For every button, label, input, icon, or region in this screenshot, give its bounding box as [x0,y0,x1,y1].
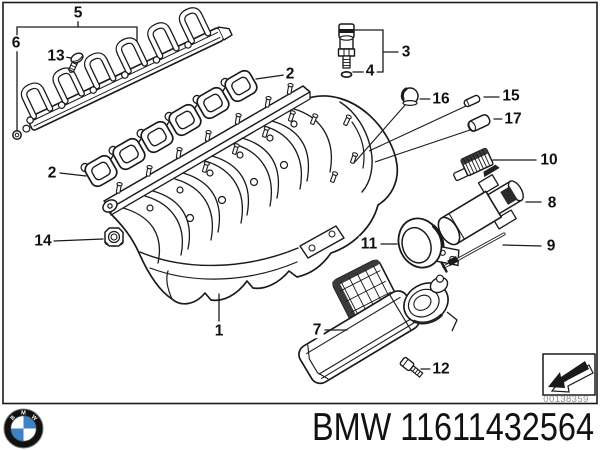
mounting-studs [115,82,359,194]
callout-3[interactable]: 3 [399,43,413,61]
part-16-cap [400,87,419,106]
logo-letter-m: M [21,411,26,417]
callout-15[interactable]: 15 [500,87,522,105]
callout-14[interactable]: 14 [32,232,54,250]
callout-7[interactable]: 7 [310,321,324,339]
part-8-idle-valve [437,164,524,246]
part-10-insert [453,147,494,181]
callout-6[interactable]: 6 [9,34,23,52]
install-guide-lines [353,103,471,164]
part-3-sensor [337,23,356,69]
callout-12[interactable]: 12 [430,360,452,378]
callout-11[interactable]: 11 [358,235,380,253]
callout-13[interactable]: 13 [45,47,67,65]
logo-letter-w: W [30,414,38,422]
callout-8[interactable]: 8 [545,194,559,212]
stamp-box [542,353,596,396]
part-17-sleeve [467,114,491,132]
callout-5[interactable]: 5 [71,4,85,22]
part-5-cover [20,7,233,133]
callout-2-lower[interactable]: 2 [45,164,59,182]
callout-4[interactable]: 4 [363,62,377,80]
part-11-clamp [397,217,460,269]
callout-10[interactable]: 10 [538,151,560,169]
part-14-nut [104,227,124,247]
callout-9[interactable]: 9 [544,237,558,255]
part-12-bolt [399,356,424,378]
part-13-screw [67,52,84,74]
part-2-gaskets [80,69,258,188]
callout-1[interactable]: 1 [212,322,226,340]
part-number-text: BMW 11611432564 [312,411,594,449]
part-7-air-collector [298,259,458,385]
bmw-roundel-logo: B M W [3,408,44,449]
part-9-rod [440,232,506,273]
callout-16[interactable]: 16 [430,90,452,108]
part-15-pin [463,94,481,108]
parts-diagram-drawing [2,1,598,405]
direction-arrow-icon [548,361,594,393]
part-1-intake-manifold [102,82,399,305]
part-4-o-ring [340,71,353,78]
image-number: 00138359 [543,394,589,405]
footer: B M W BMW 11611432564 [0,405,600,450]
logo-letter-b: B [10,415,17,422]
part-6-grommet [12,130,22,140]
callout-lines [16,20,542,370]
callout-2-upper[interactable]: 2 [283,65,297,83]
callout-17[interactable]: 17 [502,110,524,128]
